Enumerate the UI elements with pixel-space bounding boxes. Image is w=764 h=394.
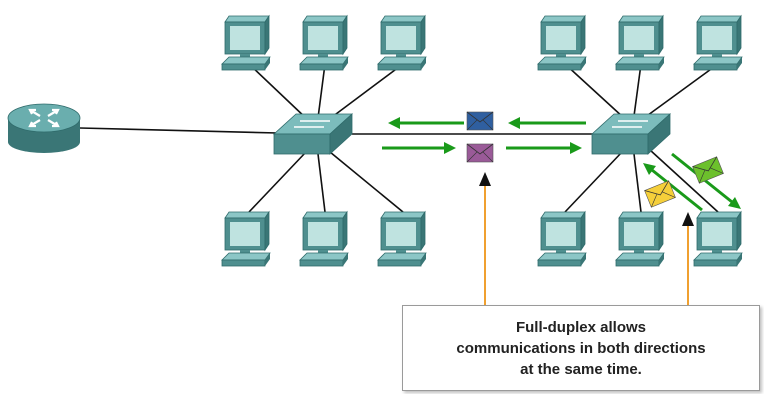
callout-box: Full-duplex allows communications in bot… [402,305,760,391]
pc-icon [299,211,349,267]
callout-pointers [479,172,694,306]
arrow-icon [643,163,703,212]
callout-text: Full-duplex allows communications in bot… [456,318,706,378]
traffic-arrows [382,117,741,212]
envelope-icon [692,156,724,184]
pc-icon [615,15,665,71]
pc-icon [299,15,349,71]
envelope-icon [466,143,494,163]
pc-icon [221,15,271,71]
pc-icon [537,15,587,71]
pc-icon [221,211,271,267]
arrow-icon [508,117,586,129]
network-cables [79,63,719,213]
pc-icon [377,15,427,71]
arrow-icon [506,142,582,154]
switch-icon [590,113,672,155]
pc-icon [537,211,587,267]
pc-icon [377,211,427,267]
pc-icon [693,211,743,267]
switch-icon [272,113,354,155]
arrow-icon [382,142,456,154]
pc-icon [693,15,743,71]
arrow-icon [388,117,464,129]
router-icon [7,103,81,153]
pc-icon [615,211,665,267]
envelope-icon [466,111,494,131]
